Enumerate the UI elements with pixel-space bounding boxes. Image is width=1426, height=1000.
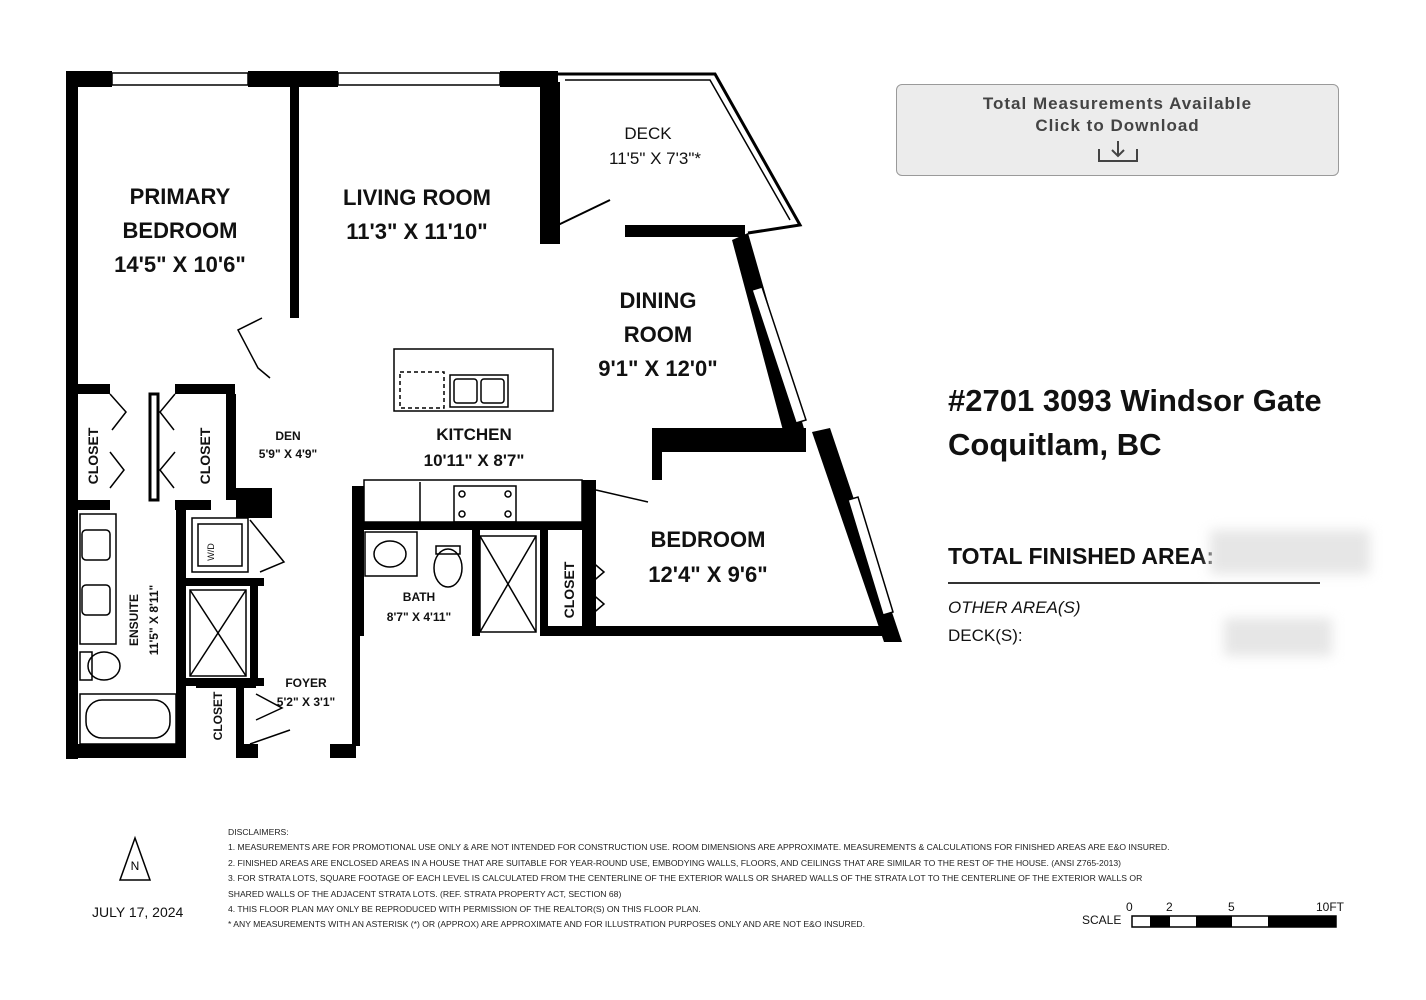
kitchen-dims: 10'11" X 8'7" bbox=[424, 451, 525, 470]
disclaimer-line: 4. THIS FLOOR PLAN MAY ONLY BE REPRODUCE… bbox=[228, 904, 701, 915]
download-measurements-button[interactable]: Total Measurements Available Click to Do… bbox=[896, 84, 1339, 176]
primary-bedroom-line1: PRIMARY bbox=[130, 184, 231, 209]
scale-label: SCALE bbox=[1082, 913, 1122, 927]
deck-area-label: DECK(S): bbox=[948, 626, 1023, 645]
doors bbox=[109, 317, 649, 745]
disclaimer-line: DISCLAIMERS: bbox=[228, 827, 289, 837]
dining-room-dims: 9'1" X 12'0" bbox=[598, 356, 717, 381]
address-line2: Coquitlam, BC bbox=[948, 427, 1162, 462]
bedroom-dims: 12'4" X 9'6" bbox=[648, 562, 767, 587]
foyer-dims: 5'2" X 3'1" bbox=[277, 695, 335, 709]
total-finished-area-label: TOTAL FINISHED AREA: bbox=[948, 543, 1215, 569]
deck-outline bbox=[557, 72, 803, 237]
room-labels: PRIMARY BEDROOM 14'5" X 10'6" LIVING ROO… bbox=[85, 124, 768, 740]
download-line1: Total Measurements Available bbox=[982, 94, 1253, 113]
north-compass: N bbox=[118, 835, 152, 881]
deck-dims: 11'5" X 7'3"* bbox=[609, 149, 701, 168]
deck-area-value-blurred bbox=[1224, 618, 1332, 656]
ensuite-name: ENSUITE bbox=[127, 594, 141, 646]
download-icon bbox=[1097, 141, 1138, 162]
scale-tick-10ft: 10FT bbox=[1316, 900, 1345, 914]
diagonal-wall bbox=[732, 233, 902, 642]
closet-label-2: CLOSET bbox=[197, 427, 213, 484]
kitchen-counter bbox=[363, 479, 583, 523]
disclaimer-line: 3. FOR STRATA LOTS, SQUARE FOOTAGE OF EA… bbox=[228, 873, 1143, 884]
address-line1: #2701 3093 Windsor Gate bbox=[948, 383, 1322, 418]
bedroom-name: BEDROOM bbox=[651, 527, 766, 552]
den-name: DEN bbox=[275, 429, 300, 443]
total-area-value-blurred bbox=[1210, 530, 1370, 574]
disclaimer-line: 2. FINISHED AREAS ARE ENCLOSED AREAS IN … bbox=[228, 857, 1122, 868]
closet-label-1: CLOSET bbox=[85, 427, 101, 484]
disclaimer-line: 1. MEASUREMENTS ARE FOR PROMOTIONAL USE … bbox=[228, 842, 1170, 853]
scale-bar bbox=[1131, 915, 1337, 928]
bath-fixtures bbox=[364, 531, 537, 633]
ensuite-dims: 11'5" X 8'11" bbox=[147, 585, 161, 655]
living-room-dims: 11'3" X 11'10" bbox=[346, 219, 487, 244]
kitchen-island bbox=[393, 348, 554, 412]
den-dims: 5'9" X 4'9" bbox=[259, 447, 317, 461]
plan-date: JULY 17, 2024 bbox=[92, 904, 184, 920]
primary-bedroom-dims: 14'5" X 10'6" bbox=[114, 252, 246, 277]
primary-bedroom-line2: BEDROOM bbox=[123, 218, 238, 243]
wd-label: W/D bbox=[206, 543, 216, 561]
closet-label-4: CLOSET bbox=[211, 691, 225, 740]
windows-top bbox=[111, 72, 501, 86]
other-areas-label: OTHER AREA(S) bbox=[948, 598, 1081, 617]
dining-room-line1: DINING bbox=[620, 288, 697, 313]
foyer-name: FOYER bbox=[285, 676, 327, 690]
disclaimers: DISCLAIMERS: 1. MEASUREMENTS ARE FOR PRO… bbox=[228, 825, 1348, 933]
bath-name: BATH bbox=[403, 590, 435, 604]
exterior-walls bbox=[66, 71, 895, 759]
dining-room-line2: ROOM bbox=[624, 322, 692, 347]
disclaimer-line: * ANY MEASUREMENTS WITH AN ASTERISK (*) … bbox=[228, 919, 866, 930]
total-area-underline bbox=[948, 582, 1320, 584]
closet-label-3: CLOSET bbox=[561, 561, 577, 618]
scale-tick-5: 5 bbox=[1228, 900, 1235, 914]
scale-tick-2: 2 bbox=[1166, 900, 1173, 914]
bath-dims: 8'7" X 4'11" bbox=[387, 610, 451, 624]
disclaimer-line: SHARED WALLS OF THE ADJACENT STRATA LOTS… bbox=[228, 888, 622, 899]
ensuite-fixtures bbox=[79, 513, 249, 745]
living-room-name: LIVING ROOM bbox=[343, 185, 491, 210]
interior-walls bbox=[66, 384, 806, 748]
download-line2: Click to Download bbox=[1035, 116, 1200, 135]
north-compass-label: N bbox=[131, 859, 140, 873]
kitchen-name: KITCHEN bbox=[436, 425, 512, 444]
deck-name: DECK bbox=[624, 124, 672, 143]
scale-tick-0: 0 bbox=[1126, 900, 1133, 914]
